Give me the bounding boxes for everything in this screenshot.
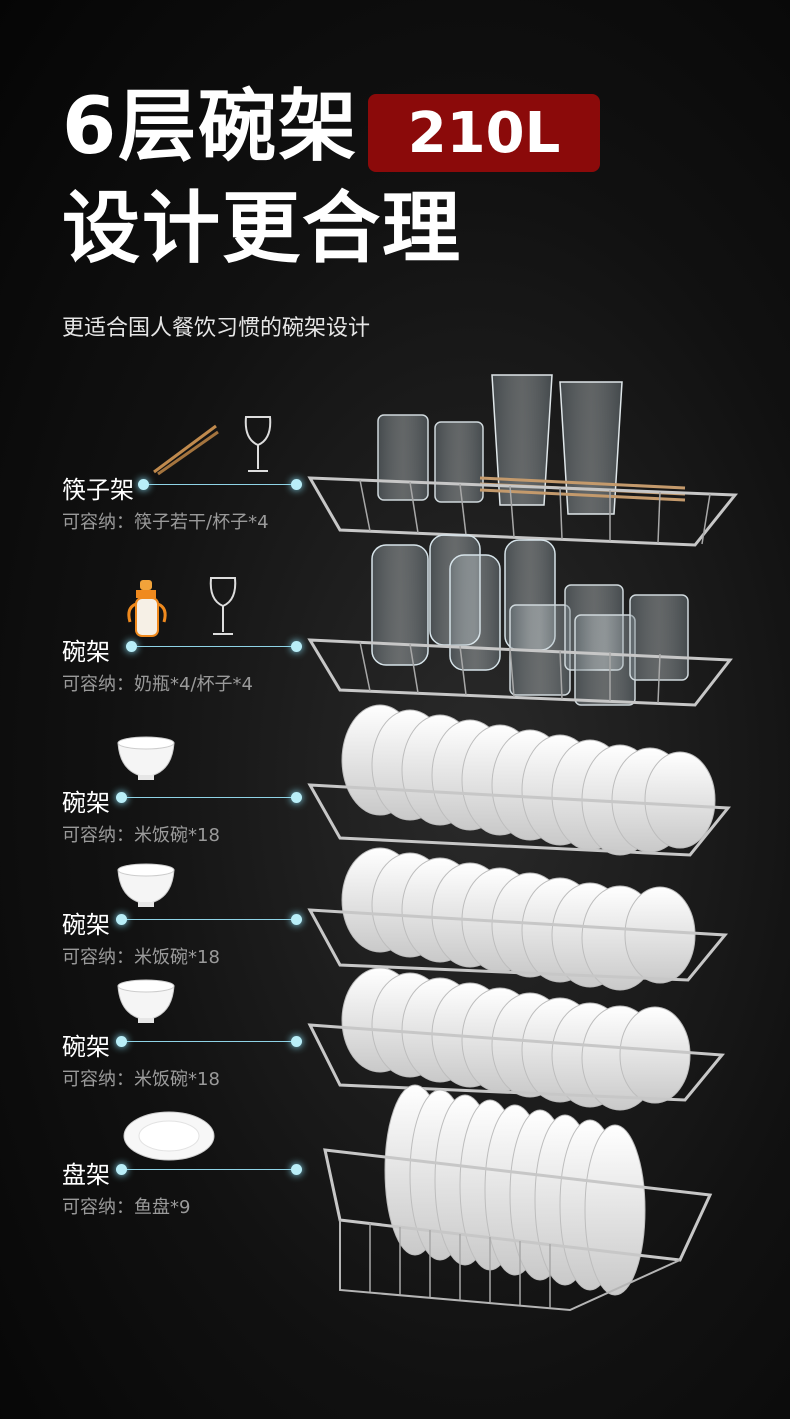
connector-dot [291,792,302,803]
connector-dot [116,914,127,925]
tier-capacity: 可容纳：米饭碗*18 [62,1069,220,1090]
rice-bowl-icon [116,735,176,787]
tier-bowl-rack-1 [307,704,732,857]
tier-plate-rack [323,1084,713,1312]
connector-dot [291,479,302,490]
dish-rack-illustration [307,374,739,1312]
connector-dot [291,914,302,925]
connector-line [122,1169,294,1170]
connector-line [122,1041,294,1042]
connector-dot [138,479,149,490]
tier-label: 碗架 [62,1033,110,1061]
connector-dot [116,1036,127,1047]
tier-capacity: 可容纳：米饭碗*18 [62,825,220,846]
tier-capacity: 可容纳：筷子若干/杯子*4 [62,512,269,533]
connector-dot [116,792,127,803]
baby-bottle-icon [124,578,174,644]
wine-glass-icon [205,576,241,642]
connector-line [144,484,294,485]
tier-capacity: 可容纳：米饭碗*18 [62,947,220,968]
tier-label: 筷子架 [62,476,134,504]
rice-bowl-icon [116,862,176,914]
headline-line2: 设计更合理 [62,184,463,274]
connector-dot [126,641,137,652]
connector-line [122,797,294,798]
capacity-badge: 210L [368,94,600,172]
tier-bowl-rack-3 [307,967,725,1111]
tier-capacity: 可容纳：鱼盘*9 [62,1197,191,1218]
plate-icon [122,1110,216,1166]
tier-capacity: 可容纳：奶瓶*4/杯子*4 [62,674,253,695]
tier-bowl-rack-2 [307,847,729,991]
headline-line1: 6层碗架 [62,82,359,172]
connector-dot [291,1036,302,1047]
connector-dot [291,641,302,652]
rice-bowl-icon [116,978,176,1030]
tier-label: 碗架 [62,638,110,666]
subtitle: 更适合国人餐饮习惯的碗架设计 [62,316,371,341]
tier-bottle-rack [307,534,733,707]
connector-dot [291,1164,302,1175]
tier-label: 盘架 [62,1161,110,1189]
wine-glass-icon [240,415,276,479]
tier-label: 碗架 [62,789,110,817]
tier-chopstick-rack [307,374,739,547]
connector-line [122,919,294,920]
tier-label: 碗架 [62,911,110,939]
chopsticks-icon [150,422,220,481]
connector-line [132,646,294,647]
connector-dot [116,1164,127,1175]
